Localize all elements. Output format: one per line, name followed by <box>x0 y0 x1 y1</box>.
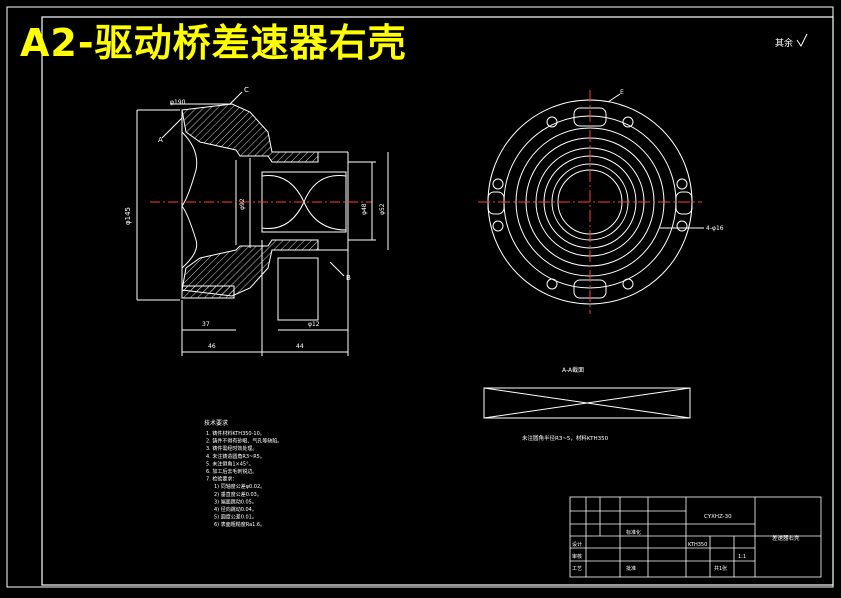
tb-drawing-no: CYXHZ-30 <box>704 514 732 520</box>
bolt-hole <box>676 220 688 232</box>
bolt-hole <box>676 178 688 190</box>
note-line: 2) 垂直度公差0.03。 <box>214 491 262 498</box>
tb-part-name: 差速器右壳 <box>772 534 800 542</box>
tb-design: 设计 <box>572 541 582 548</box>
bolt-hole <box>546 278 558 290</box>
lower-flange-section <box>181 239 319 297</box>
tb-check: 审核 <box>572 553 582 560</box>
label-a: A <box>158 136 163 144</box>
note-line: 7. 检验要求： <box>206 476 237 483</box>
tb-process: 工艺 <box>572 566 582 572</box>
roughness-note: 其余 <box>775 37 793 49</box>
dim-text-d5: φ48 <box>361 203 368 215</box>
notes-heading: 技术要求 <box>204 419 228 427</box>
tb-scale: 1:1 <box>738 554 746 560</box>
note-line: 6) 表面粗糙度Ra1.6。 <box>214 521 265 528</box>
leader-a <box>161 117 183 139</box>
tb-sheet: 共1张 <box>714 565 727 572</box>
leader-e <box>607 93 621 103</box>
dim-text-d1: φ190 <box>170 99 186 106</box>
technical-notes: 技术要求 1. 铸件材料KTH350-10。2. 铸件不得有砂眼、气孔等缺陷。3… <box>204 419 282 528</box>
section-aa-diag-2 <box>483 387 691 419</box>
title-block <box>569 496 822 578</box>
leader-b <box>329 261 345 277</box>
inner-contour <box>181 131 198 269</box>
note-line: 1. 铸件材料KTH350-10。 <box>206 430 265 437</box>
dim-text-len1: 37 <box>202 321 210 328</box>
section-aa-rect <box>483 387 691 419</box>
section-view <box>136 91 389 356</box>
leader-c <box>229 91 243 105</box>
dim-text-d6: φ52 <box>379 203 386 215</box>
upper-flange-section <box>181 103 319 163</box>
dim-text-len2: 46 <box>208 343 216 350</box>
dim-text-d3: φ92 <box>239 198 246 210</box>
section-title: A-A截面 <box>562 366 584 374</box>
end-view <box>478 90 704 314</box>
note-line: 5) 圆度公差0.01。 <box>214 514 257 521</box>
note-line: 5. 未注倒角1×45°。 <box>206 460 254 467</box>
note-line: 6. 加工后去毛刺锐边。 <box>206 468 257 475</box>
dim-text-hole: 4-φ16 <box>706 225 724 232</box>
inner-border <box>41 16 834 586</box>
note-line: 2. 铸件不得有砂眼、气孔等缺陷。 <box>206 438 282 445</box>
dim-text-len4: φ12 <box>308 321 320 328</box>
bolt-hole <box>546 116 558 128</box>
dim-text-len3: 44 <box>296 343 304 350</box>
tb-std: 标准化 <box>626 529 641 536</box>
dim-text-d2: φ145 <box>124 207 132 225</box>
bolt-hole <box>492 220 504 232</box>
window-slot-left <box>487 191 505 215</box>
note-line: 4. 未注铸造圆角R3~R5。 <box>206 453 265 460</box>
tb-material: KTH350 <box>688 542 707 548</box>
note-line: 4) 径向跳动0.04。 <box>214 506 257 513</box>
note-line: 3) 端面跳动0.05。 <box>214 498 257 505</box>
lower-hub <box>277 257 319 321</box>
label-b: B <box>346 274 351 282</box>
label-c: C <box>244 86 249 94</box>
bolt-hole <box>492 178 504 190</box>
note-line: 3. 铸件需经时效处理。 <box>206 445 257 452</box>
lower-boss <box>181 285 235 299</box>
bolt-hole <box>622 116 634 128</box>
roughness-symbol-icon <box>796 33 808 47</box>
outer-border <box>6 6 834 588</box>
bolt-hole <box>622 278 634 290</box>
tb-approve: 批准 <box>626 565 636 572</box>
section-aa <box>483 387 691 419</box>
drawing-title: A2-驱动桥差速器右壳 <box>20 21 407 65</box>
title-block-frame <box>569 496 822 578</box>
window-slot-right <box>675 191 693 215</box>
note-line: 1) 同轴度公差φ0.02。 <box>214 483 265 490</box>
section-caption: 未注圆角半径R3~5，材料KTH350 <box>522 434 609 442</box>
label-e: E <box>620 89 624 96</box>
